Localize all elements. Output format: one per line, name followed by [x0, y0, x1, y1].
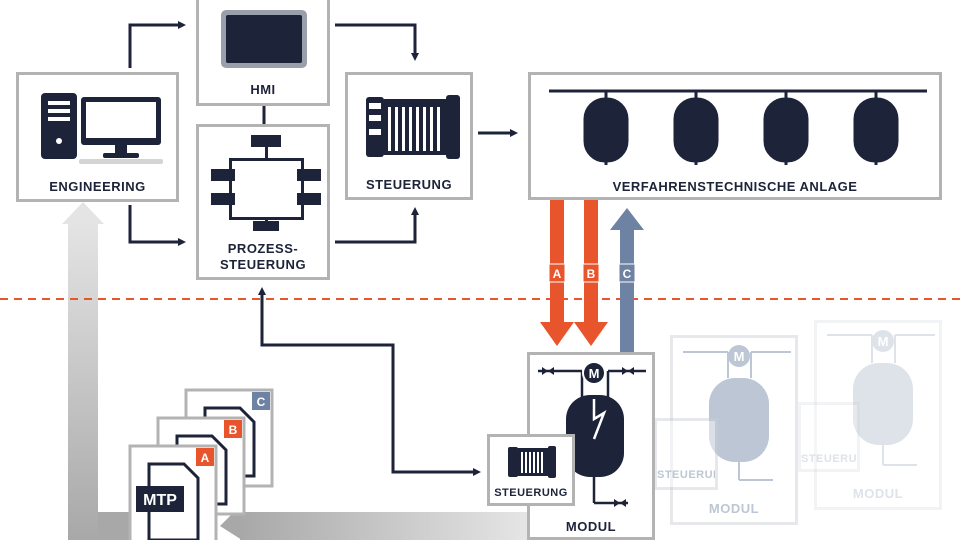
process-hierarchy-icon — [211, 135, 321, 231]
ghost-steuerung-1-box: STEUERUNG — [654, 418, 718, 490]
module-steuerung-label: STEUERUNG — [494, 487, 568, 499]
ghost-module-1: M MODUL — [670, 335, 798, 525]
steuerung-label: STEUERUNG — [365, 177, 453, 192]
flow-a-arrow — [540, 200, 574, 346]
ghost-reactor-icon-2: M — [827, 330, 935, 466]
engineering-to-hmi-arrow — [128, 21, 186, 68]
ghost-motor-2-label: M — [878, 334, 889, 349]
monitor-icon — [221, 10, 307, 68]
engineering-box[interactable]: ENGINEERING — [16, 72, 179, 202]
ghost-steuerung-1-label: STEUERUNG — [657, 469, 715, 481]
anlage-box[interactable]: VERFAHRENSTECHNISCHE ANLAGE — [528, 72, 942, 200]
prozess-label-line1: PROZESS- — [227, 241, 299, 256]
hmi-label: HMI — [250, 82, 276, 97]
engineering-label: ENGINEERING — [49, 179, 146, 194]
modul-label: MODUL — [565, 519, 617, 534]
ghost-reactor-icon-1: M — [683, 345, 791, 481]
steuerung-box[interactable]: STEUERUNG — [345, 72, 473, 200]
motor-label: M — [589, 366, 600, 381]
engineering-to-prozess-arrow — [128, 205, 186, 246]
tanks-illustration — [549, 89, 927, 165]
ghost-steuerung-2-box: STEUERUNG — [798, 402, 860, 472]
ghost-steuerung-2-label: STEUERUNG — [801, 453, 858, 465]
module-plc-icon — [508, 446, 556, 478]
ghost-motor-1-label: M — [734, 349, 745, 364]
module-steuerung-box[interactable]: STEUERUNG — [487, 434, 575, 506]
flow-c-arrow — [610, 208, 644, 352]
hmi-box[interactable]: HMI — [196, 0, 330, 106]
module-to-prozess-arrow — [258, 287, 475, 474]
reactor-icon: M — [538, 361, 646, 507]
signal-arrows — [128, 21, 518, 476]
ghost-modul-1-label: MODUL — [708, 501, 760, 516]
prozess-steuerung-box[interactable]: PROZESS- STEUERUNG — [196, 124, 330, 280]
computer-icon — [41, 93, 163, 164]
prozess-label-line2: STEUERUNG — [219, 257, 307, 272]
hmi-to-steuerung-arrow — [335, 23, 419, 61]
anlage-label: VERFAHRENSTECHNISCHE ANLAGE — [612, 179, 858, 194]
flow-b-arrow — [574, 200, 608, 346]
ghost-modul-2-label: MODUL — [852, 486, 904, 501]
ghost-module-2: M MODUL — [814, 320, 942, 510]
plc-icon — [366, 95, 460, 159]
prozess-to-steuerung-arrow — [335, 207, 419, 244]
